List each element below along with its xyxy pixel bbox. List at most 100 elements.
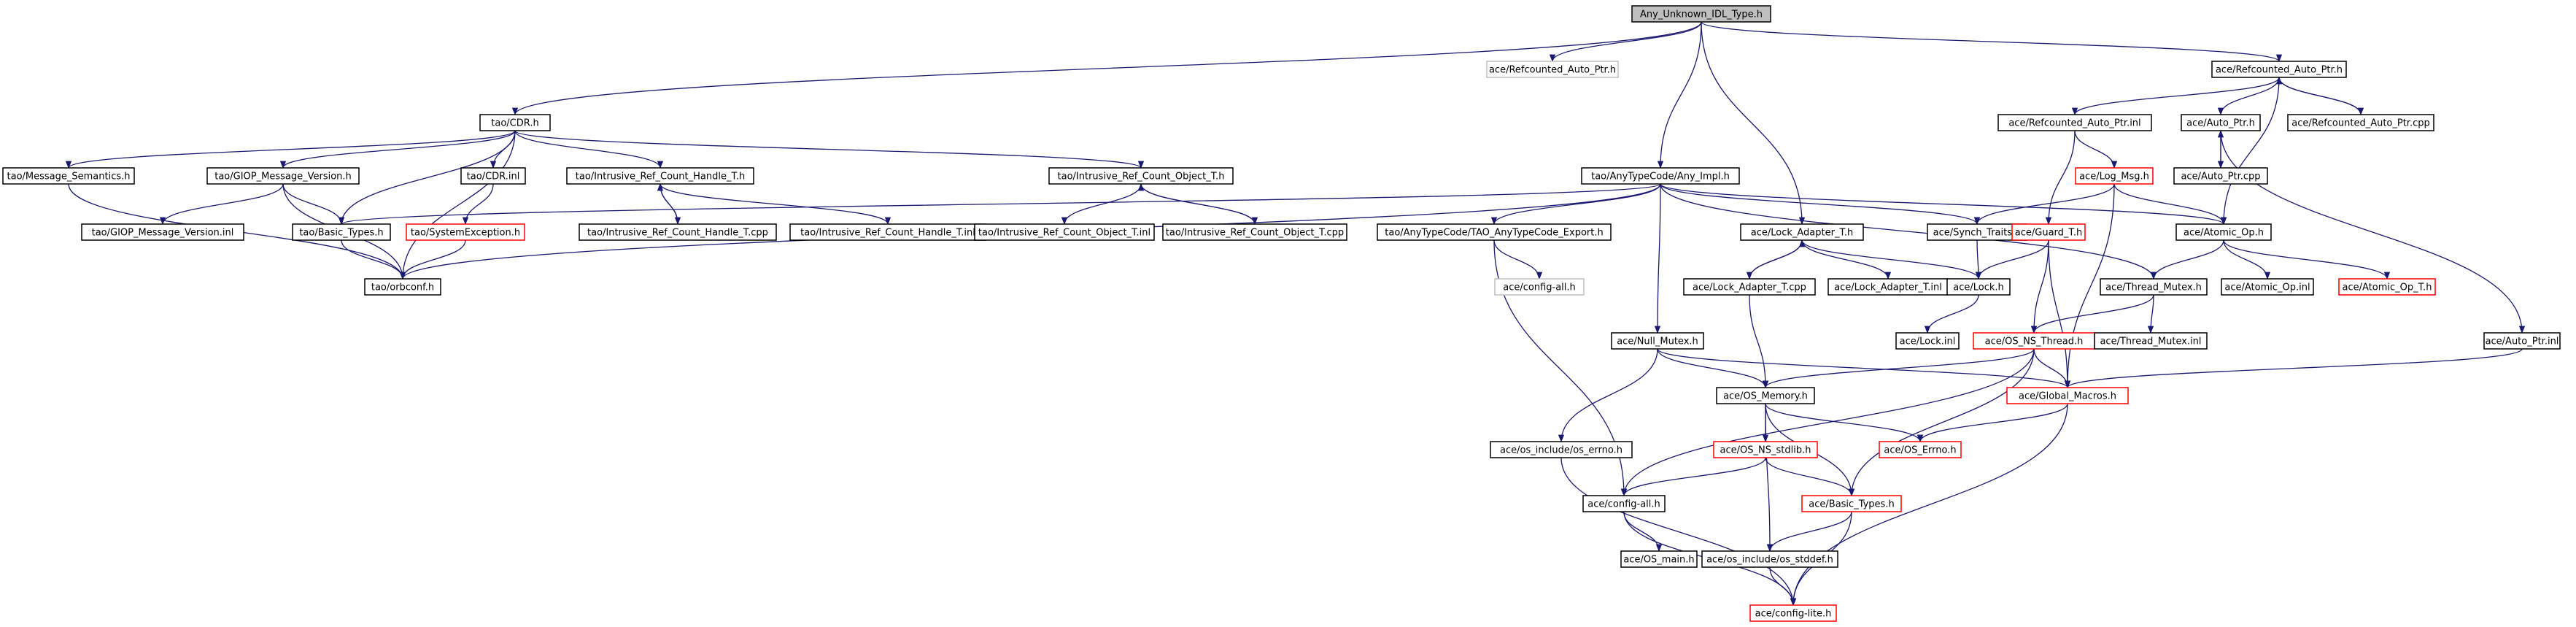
- node-log-msg[interactable]: ace/Log_Msg.h: [2075, 167, 2154, 185]
- node-atomic-op[interactable]: ace/Atomic_Op.h: [2175, 223, 2272, 241]
- node-label: ace/OS_NS_stdlib.h: [1720, 445, 1811, 456]
- node-box: [1162, 223, 1347, 241]
- edge-log_msg-to-global_macros: [2064, 183, 2115, 389]
- nodes-layer: Any_Unknown_IDL_Type.h ace/Refcounted_Aut…: [2, 5, 2561, 622]
- node-basic-types-ace[interactable]: ace/Basic_Types.h: [1801, 495, 1902, 512]
- edge-irch_t-to-irch_inl: [660, 183, 891, 226]
- node-ace-refptr-grey[interactable]: ace/Refcounted_Auto_Ptr.h: [1486, 61, 1619, 78]
- node-box: [1895, 332, 1960, 350]
- node-synch-traits[interactable]: ace/Synch_Traits.h: [1927, 223, 2027, 241]
- node-os-memory[interactable]: ace/OS_Memory.h: [1716, 387, 1815, 404]
- node-label: ace/Synch_Traits.h: [1933, 228, 2022, 239]
- edge-global_macros-to-os_errno: [1916, 403, 2068, 443]
- node-basic-types-tao[interactable]: tao/Basic_Types.h: [292, 223, 391, 241]
- node-irch-inl[interactable]: tao/Intrusive_Ref_Count_Handle_T.inl: [789, 223, 986, 241]
- node-null-mutex[interactable]: ace/Null_Mutex.h: [1611, 332, 1704, 350]
- edge-anytype_impl-to-atomic_op: [1660, 183, 2227, 226]
- node-label: ace/config-all.h: [1587, 499, 1660, 510]
- node-os-ns-stdlib[interactable]: ace/OS_NS_stdlib.h: [1713, 441, 1818, 458]
- node-box: [2221, 278, 2314, 296]
- edge-os_memory-to-os_errno: [1765, 403, 1924, 443]
- edges-layer: [66, 21, 2526, 607]
- node-label: tao/Message_Semantics.h: [7, 172, 131, 182]
- node-ace-refptr[interactable]: ace/Refcounted_Auto_Ptr.h: [2211, 61, 2347, 78]
- edge-refptr_inl-to-guard_t: [2045, 130, 2076, 226]
- edge-root-to-anytype_impl: [1657, 21, 1702, 169]
- edge-irch_cpp-to-irch_t: [657, 182, 678, 225]
- node-box: [2094, 332, 2208, 350]
- node-atomic-op-inl[interactable]: ace/Atomic_Op.inl: [2221, 278, 2314, 296]
- node-refptr-cpp[interactable]: ace/Refcounted_Auto_Ptr.cpp: [2287, 114, 2434, 131]
- node-label: ace/Lock_Adapter_T.inl: [1834, 282, 1942, 293]
- edge-tao_cdr-to-giop_ver: [279, 130, 516, 169]
- edge-lock_adapter-to-lock_h: [1801, 239, 1982, 280]
- node-label: tao/Basic_Types.h: [299, 228, 383, 239]
- edge-null_mutex-to-os_errno_inc: [1558, 348, 1658, 443]
- node-auto-ptr[interactable]: ace/Auto_Ptr.h: [2181, 114, 2261, 131]
- edge-anytype_impl-to-basic_types_tao: [339, 183, 1661, 226]
- node-msg-sem[interactable]: tao/Message_Semantics.h: [2, 167, 135, 185]
- node-config-all-grey[interactable]: ace/config-all.h: [1494, 278, 1585, 296]
- node-lock-adapter[interactable]: ace/Lock_Adapter_T.h: [1740, 223, 1864, 241]
- edge-os_errno_inc-to-config_lite: [1560, 457, 1797, 607]
- node-tao-export[interactable]: tao/AnyTypeCode/TAO_AnyTypeCode_Export.h: [1377, 223, 1612, 241]
- node-box: [206, 167, 360, 185]
- node-label: ace/Basic_Types.h: [1809, 499, 1894, 510]
- node-label: ace/Null_Mutex.h: [1617, 336, 1698, 347]
- node-irch-cpp[interactable]: tao/Intrusive_Ref_Count_Handle_T.cpp: [579, 223, 777, 241]
- node-auto-ptr-cpp[interactable]: ace/Auto_Ptr.cpp: [2173, 167, 2268, 185]
- node-giop-ver[interactable]: tao/GIOP_Message_Version.h: [206, 167, 360, 185]
- node-lock-adapter-inl[interactable]: ace/Lock_Adapter_T.inl: [1827, 278, 1949, 296]
- node-thread-mutex-inl[interactable]: ace/Thread_Mutex.inl: [2094, 332, 2208, 350]
- node-lock-inl[interactable]: ace/Lock.inl: [1895, 332, 1960, 350]
- node-cdr-inl[interactable]: tao/CDR.inl: [460, 167, 526, 185]
- node-box: [1486, 61, 1619, 78]
- node-label: ace/Atomic_Op.inl: [2224, 282, 2310, 293]
- node-tao-cdr[interactable]: tao/CDR.h: [479, 114, 551, 131]
- node-label: ace/Lock.inl: [1900, 336, 1956, 347]
- node-lock-adapter-cpp[interactable]: ace/Lock_Adapter_T.cpp: [1683, 278, 1816, 296]
- node-box: [1611, 332, 1704, 350]
- node-thread-mutex[interactable]: ace/Thread_Mutex.h: [2100, 278, 2208, 296]
- node-refptr-inl[interactable]: ace/Refcounted_Auto_Ptr.inl: [1997, 114, 2152, 131]
- node-label: tao/GIOP_Message_Version.inl: [92, 228, 234, 239]
- node-label: ace/Auto_Ptr.h: [2186, 118, 2255, 129]
- node-irco-t[interactable]: tao/Intrusive_Ref_Count_Object_T.h: [1048, 167, 1234, 185]
- node-os-errno[interactable]: ace/OS_Errno.h: [1879, 441, 1962, 458]
- node-giop-inl[interactable]: tao/GIOP_Message_Version.inl: [81, 223, 244, 241]
- node-atomic-op-t[interactable]: ace/Atomic_Op_T.h: [2338, 278, 2436, 296]
- node-sys-exc[interactable]: tao/SystemException.h: [406, 223, 525, 241]
- node-config-lite[interactable]: ace/config-lite.h: [1749, 604, 1837, 622]
- node-lock-h[interactable]: ace/Lock.h: [1946, 278, 2011, 296]
- node-label: ace/OS_NS_Thread.h: [1985, 336, 2084, 347]
- edge-guard_t-to-os_ns_thread: [2030, 239, 2049, 334]
- node-os-errno-inc[interactable]: ace/os_include/os_errno.h: [1490, 441, 1633, 458]
- node-label: tao/AnyTypeCode/Any_Impl.h: [1591, 172, 1730, 182]
- node-os-stddef[interactable]: ace/os_include/os_stddef.h: [1701, 550, 1838, 568]
- node-auto-ptr-inl[interactable]: ace/Auto_Ptr.inl: [2483, 332, 2561, 350]
- node-irco-cpp[interactable]: tao/Intrusive_Ref_Count_Object_T.cpp: [1162, 223, 1347, 241]
- node-root[interactable]: Any_Unknown_IDL_Type.h: [1631, 5, 1771, 23]
- node-label: ace/Lock_Adapter_T.cpp: [1693, 282, 1806, 293]
- node-config-all[interactable]: ace/config-all.h: [1582, 495, 1666, 512]
- node-irco-inl[interactable]: tao/Intrusive_Ref_Count_Object_T.inl: [974, 223, 1155, 241]
- edge-anytype_impl-to-null_mutex: [1654, 183, 1661, 334]
- edge-tao_export-to-config_all_grey: [1493, 239, 1543, 280]
- edge-null_mutex-to-global_macros: [1657, 348, 2070, 389]
- edge-guard_t-to-global_macros: [2048, 239, 2071, 389]
- node-label: ace/config-all.h: [1503, 282, 1576, 293]
- node-global-macros[interactable]: ace/Global_Macros.h: [2006, 387, 2129, 404]
- node-label: tao/CDR.h: [491, 118, 538, 129]
- edge-atomic_op-to-atomic_op_t: [2223, 239, 2391, 280]
- node-label: ace/OS_Errno.h: [1884, 445, 1956, 456]
- node-os-ns-thread[interactable]: ace/OS_NS_Thread.h: [1973, 332, 2095, 350]
- node-guard-t[interactable]: ace/Guard_T.h: [2011, 223, 2086, 241]
- node-box: [1377, 223, 1612, 241]
- node-label: ace/Refcounted_Auto_Ptr.inl: [2008, 118, 2140, 129]
- edge-log_msg-to-atomic_op: [2113, 183, 2227, 226]
- node-os-main[interactable]: ace/OS_main.h: [1620, 550, 1698, 568]
- node-orbconf[interactable]: tao/orbconf.h: [364, 278, 441, 296]
- node-anytype-impl[interactable]: tao/AnyTypeCode/Any_Impl.h: [1581, 167, 1740, 185]
- node-irch-t[interactable]: tao/Intrusive_Ref_Count_Handle_T.h: [566, 167, 754, 185]
